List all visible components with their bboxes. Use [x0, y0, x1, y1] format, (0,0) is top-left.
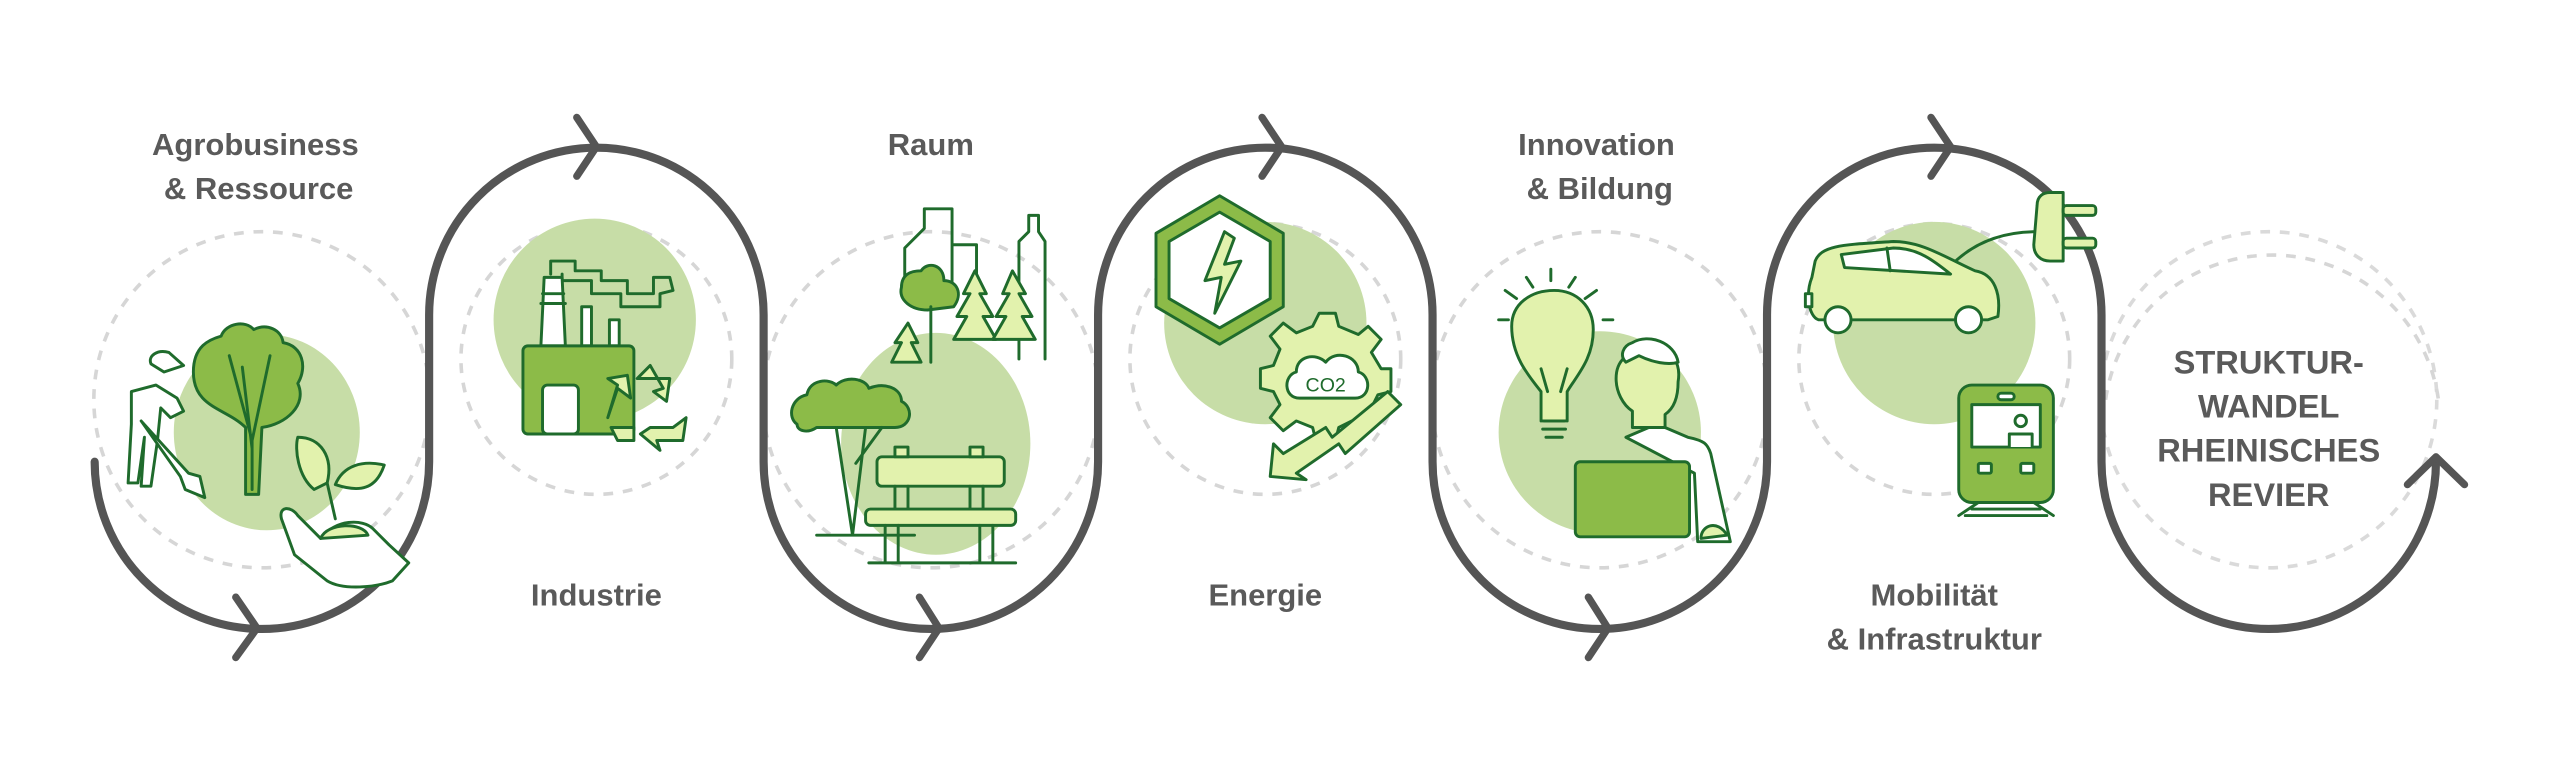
stage-label-innovation: Innovation: [1518, 127, 1675, 162]
stage-label-innovation-2: & Bildung: [1527, 171, 1673, 206]
chevron-right-icon: [1927, 113, 1955, 180]
chevron-right-icon: [573, 113, 601, 180]
lightbulb-person-laptop-icon: [1497, 267, 1732, 544]
svg-text:STRUKTUR-: STRUKTUR-: [2174, 344, 2364, 381]
energy-co2-gear-icon: CO2: [1154, 194, 1403, 482]
stage-label-mobilitaet-2: & Infrastruktur: [1827, 621, 2042, 656]
dashed-circles: [92, 221, 2441, 570]
final-title: STRUKTUR- WANDEL RHEINISCHES REVIER: [2157, 344, 2380, 513]
farmer-tree-seedling-icon: [126, 322, 411, 589]
stage-label-mobilitaet: Mobilität: [1871, 577, 1998, 612]
chevron-right-icon: [1258, 113, 1286, 180]
svg-text:WANDEL: WANDEL: [2198, 388, 2339, 425]
direction-arrows: [232, 113, 2469, 662]
stage-label-raum: Raum: [888, 127, 974, 162]
co2-label: CO2: [1306, 375, 1346, 397]
arrow-up-icon: [2403, 453, 2469, 489]
stage-label-industrie: Industrie: [531, 577, 662, 612]
chevron-right-icon: [915, 593, 943, 662]
stage-label-agrobusiness-2: & Ressource: [164, 171, 354, 206]
chevron-right-icon: [1584, 593, 1612, 662]
chevron-right-icon: [232, 593, 261, 662]
svg-text:REVIER: REVIER: [2208, 476, 2329, 513]
stage-label-agrobusiness: Agrobusiness: [152, 127, 359, 162]
city-park-bench-icon: [790, 207, 1047, 565]
svg-text:RHEINISCHES: RHEINISCHES: [2157, 432, 2380, 469]
stage-label-energie: Energie: [1208, 577, 1322, 612]
factory-recycle-icon: [493, 218, 696, 452]
electric-car-train-icon: [1803, 191, 2098, 518]
